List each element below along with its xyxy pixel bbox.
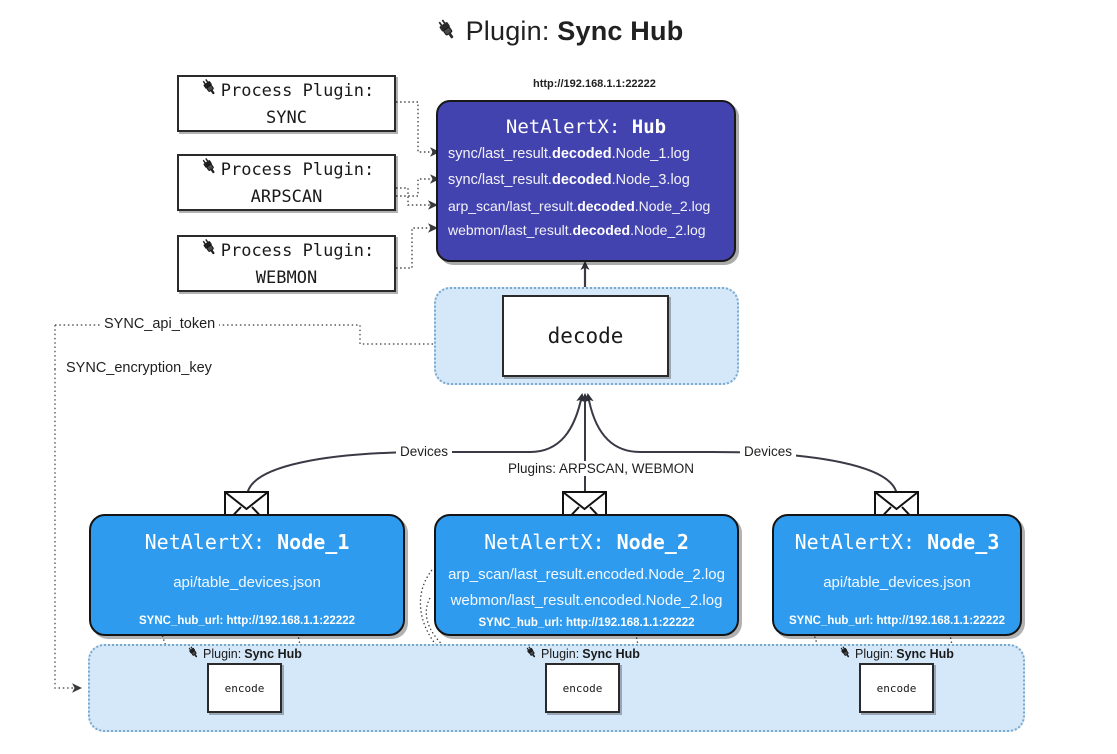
node-box-2[interactable]: NetAlertX: Node_2 arp_scan/last_result.e… [434, 514, 739, 636]
encode-box-3[interactable]: encode [859, 663, 934, 713]
encoder-caption-1: Plugin:Sync Hub [186, 645, 302, 663]
process-plugin-box-webmon[interactable]: Process Plugin: WEBMON [177, 235, 396, 292]
process-plugin-name: WEBMON [255, 267, 318, 288]
setting-api-token-label: SYNC_api_token [100, 316, 220, 332]
node-hub-url-label: SYNC_hub_url: http://192.168.1.1:22222 [788, 615, 1006, 627]
encode-label: encode [224, 681, 265, 695]
process-plugin-name: ARPSCAN [250, 186, 323, 207]
node-box-1[interactable]: NetAlertX: Node_1 api/table_devices.json… [89, 514, 405, 636]
plug-icon [838, 645, 853, 663]
plug-icon [434, 17, 460, 50]
hub-box[interactable]: NetAlertX: Hub sync/last_result.decoded.… [436, 100, 736, 262]
node-resource-line: api/table_devices.json [173, 574, 321, 591]
hub-log-line-4: webmon/last_result.decoded.Node_2.log [448, 222, 706, 238]
title-prefix: Plugin: [465, 16, 550, 46]
edge-label-devices-left: Devices [396, 444, 453, 459]
hub-title-prefix: NetAlertX: [505, 116, 621, 138]
plug-icon [199, 237, 220, 266]
encode-box-1[interactable]: encode [207, 663, 282, 713]
encode-label: encode [876, 681, 917, 695]
node-hub-url-label: SYNC_hub_url: http://192.168.1.1:22222 [478, 617, 695, 629]
plug-icon [199, 156, 220, 185]
node-title: NetAlertX: Node_2 [484, 530, 689, 554]
encoder-caption-3: Plugin:Sync Hub [838, 645, 954, 663]
edge-label-plugins-center: Plugins: ARPSCAN, WEBMON [504, 461, 699, 476]
node-title: NetAlertX: Node_1 [144, 530, 350, 554]
setting-encryption-key-label: SYNC_encryption_key [62, 360, 216, 376]
process-plugin-box-sync[interactable]: Process Plugin: SYNC [177, 75, 396, 132]
hub-log-line-3: arp_scan/last_result.decoded.Node_2.log [448, 198, 711, 214]
process-plugin-label: Process Plugin: [220, 80, 375, 101]
node-resource-line: api/table_devices.json [823, 574, 971, 591]
hub-title: NetAlertX: Hub [438, 116, 734, 138]
plug-icon [186, 645, 201, 663]
node-box-3[interactable]: NetAlertX: Node_3 api/table_devices.json… [772, 514, 1022, 636]
plug-icon [199, 77, 220, 106]
process-plugin-box-arpscan[interactable]: Process Plugin: ARPSCAN [177, 154, 396, 211]
hub-url-label: http://192.168.1.1:22222 [533, 78, 656, 90]
edge-label-devices-right: Devices [740, 444, 797, 459]
decode-label: decode [547, 324, 624, 348]
title-name: Sync Hub [557, 16, 684, 46]
hub-log-line-1: sync/last_result.decoded.Node_1.log [448, 146, 690, 162]
process-plugin-name: SYNC [266, 107, 307, 128]
plug-icon [524, 645, 539, 663]
page-title: Plugin: Sync Hub [0, 16, 1117, 50]
encode-label: encode [562, 681, 603, 695]
process-plugin-label: Process Plugin: [220, 159, 375, 180]
node-resource-line: webmon/last_result.encoded.Node_2.log [450, 592, 723, 609]
hub-log-line-2: sync/last_result.decoded.Node_3.log [448, 172, 690, 188]
encoder-caption-2: Plugin:Sync Hub [524, 645, 640, 663]
encode-box-2[interactable]: encode [545, 663, 620, 713]
decode-box[interactable]: decode [502, 295, 669, 377]
node-hub-url-label: SYNC_hub_url: http://192.168.1.1:22222 [138, 615, 356, 627]
node-title: NetAlertX: Node_3 [794, 530, 1000, 554]
node-resource-line: arp_scan/last_result.encoded.Node_2.log [448, 566, 725, 583]
process-plugin-label: Process Plugin: [220, 240, 375, 261]
hub-title-name: Hub [631, 116, 667, 138]
